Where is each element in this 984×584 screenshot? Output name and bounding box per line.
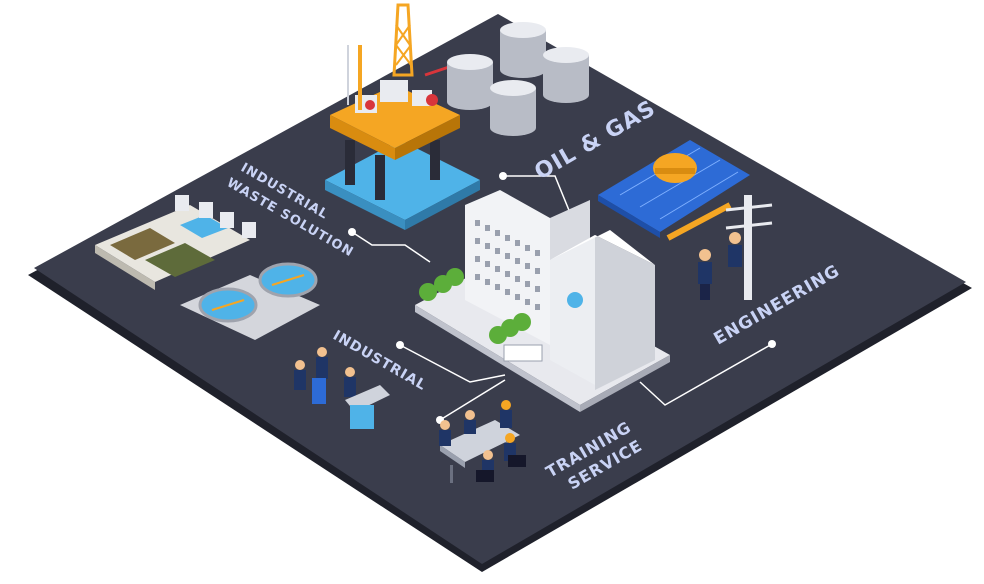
storage-tanks-illustration bbox=[447, 22, 589, 136]
connector-engineering bbox=[639, 343, 773, 406]
connector-dot bbox=[396, 341, 404, 349]
engineering-illustration bbox=[598, 140, 773, 300]
training-illustration bbox=[439, 400, 526, 483]
connector-dot bbox=[499, 172, 507, 180]
connector-lines bbox=[351, 175, 773, 421]
connector-dots bbox=[348, 172, 776, 424]
connector-training bbox=[439, 379, 506, 421]
connector-industrial bbox=[399, 344, 506, 383]
waste-treatment-illustration bbox=[95, 195, 320, 340]
industrial-workers-illustration bbox=[294, 347, 390, 429]
connector-waste bbox=[351, 231, 431, 263]
connector-dot bbox=[348, 228, 356, 236]
oil-rig-illustration bbox=[325, 3, 480, 230]
connector-dot bbox=[768, 340, 776, 348]
connector-oil-gas bbox=[503, 175, 576, 226]
central-building-illustration bbox=[415, 190, 670, 412]
